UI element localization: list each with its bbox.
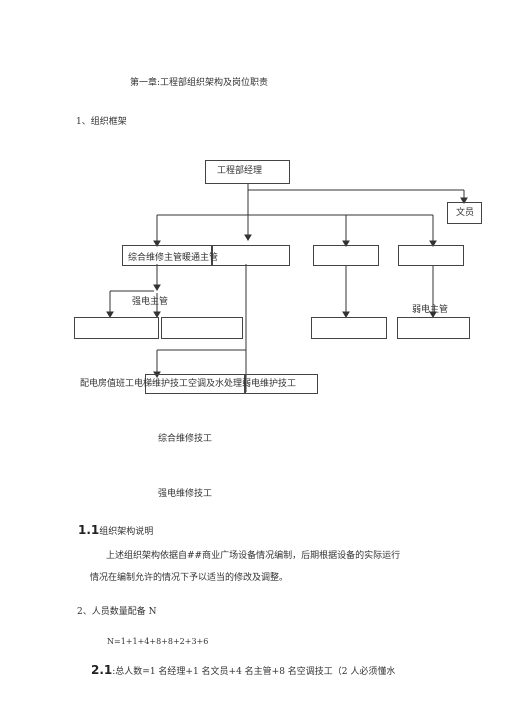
- section-2-1-line: 2.1:总人数=1 名经理+1 名文员+4 名主管+8 名空调技工（2 人必须懂…: [91, 664, 395, 678]
- column3-supervisor-box: [313, 245, 379, 266]
- section-2-title: 人员数量配备 N: [91, 607, 157, 617]
- tech-row-label: 配电房值班工电梯维护技工空调及水处理弱电维护技工: [80, 379, 297, 389]
- general-supervisor-box: [122, 245, 212, 266]
- mid-supervisor-box: [212, 245, 290, 266]
- section-1-1-paragraph-line2: 情况在编制允许的情况下予以适当的修改及调整。: [90, 573, 289, 583]
- section-1-1-heading: 1.1组织架构说明: [78, 524, 153, 538]
- weak-supervisor-label: 弱电主管: [412, 305, 449, 315]
- general-tech-label: 综合维修技工: [158, 434, 213, 444]
- clerk-box: [447, 202, 482, 224]
- tech-box-2: [161, 317, 243, 339]
- strong-tech-label: 强电维修技工: [158, 489, 213, 499]
- tech-box-1: [74, 317, 159, 339]
- lower-box-1: [145, 374, 245, 394]
- section-2-1-text: :总人数=1 名经理+1 名文员+4 名主管+8 名空调技工（2 人必须懂水: [112, 667, 396, 677]
- tech-box-4: [397, 317, 470, 339]
- section-1-number: 1、: [76, 117, 91, 127]
- section-1-heading: 1、组织框架: [76, 116, 127, 128]
- section-2-1-number: 2.1: [91, 663, 113, 677]
- section-1-1-title: 组织架构说明: [99, 527, 154, 537]
- formula: N=1+1+4+8+8+2+3+6: [107, 637, 209, 646]
- section-2-heading: 2、人员数量配备 N: [77, 606, 156, 618]
- column4-supervisor-box: [398, 245, 464, 266]
- section-1-1-number: 1.1: [78, 523, 100, 537]
- manager-label: 工程部经理: [217, 166, 263, 176]
- clerk-label: 文员: [456, 208, 475, 218]
- tech-box-3: [311, 317, 387, 339]
- general-supervisor-label: 综合维修主管暖通主管: [128, 253, 219, 263]
- strong-supervisor-label: 强电主管: [132, 297, 169, 307]
- section-1-1-paragraph-line1: 上述组织架构依据自##商业广场设备情况编制，后期根据设备的实际运行: [106, 551, 401, 561]
- section-2-number: 2、: [77, 607, 92, 617]
- lower-box-2: [245, 374, 318, 394]
- section-1-title: 组织框架: [90, 117, 127, 127]
- chapter-title: 第一章:工程部组织架构及岗位职责: [130, 78, 269, 88]
- manager-box: [205, 160, 290, 184]
